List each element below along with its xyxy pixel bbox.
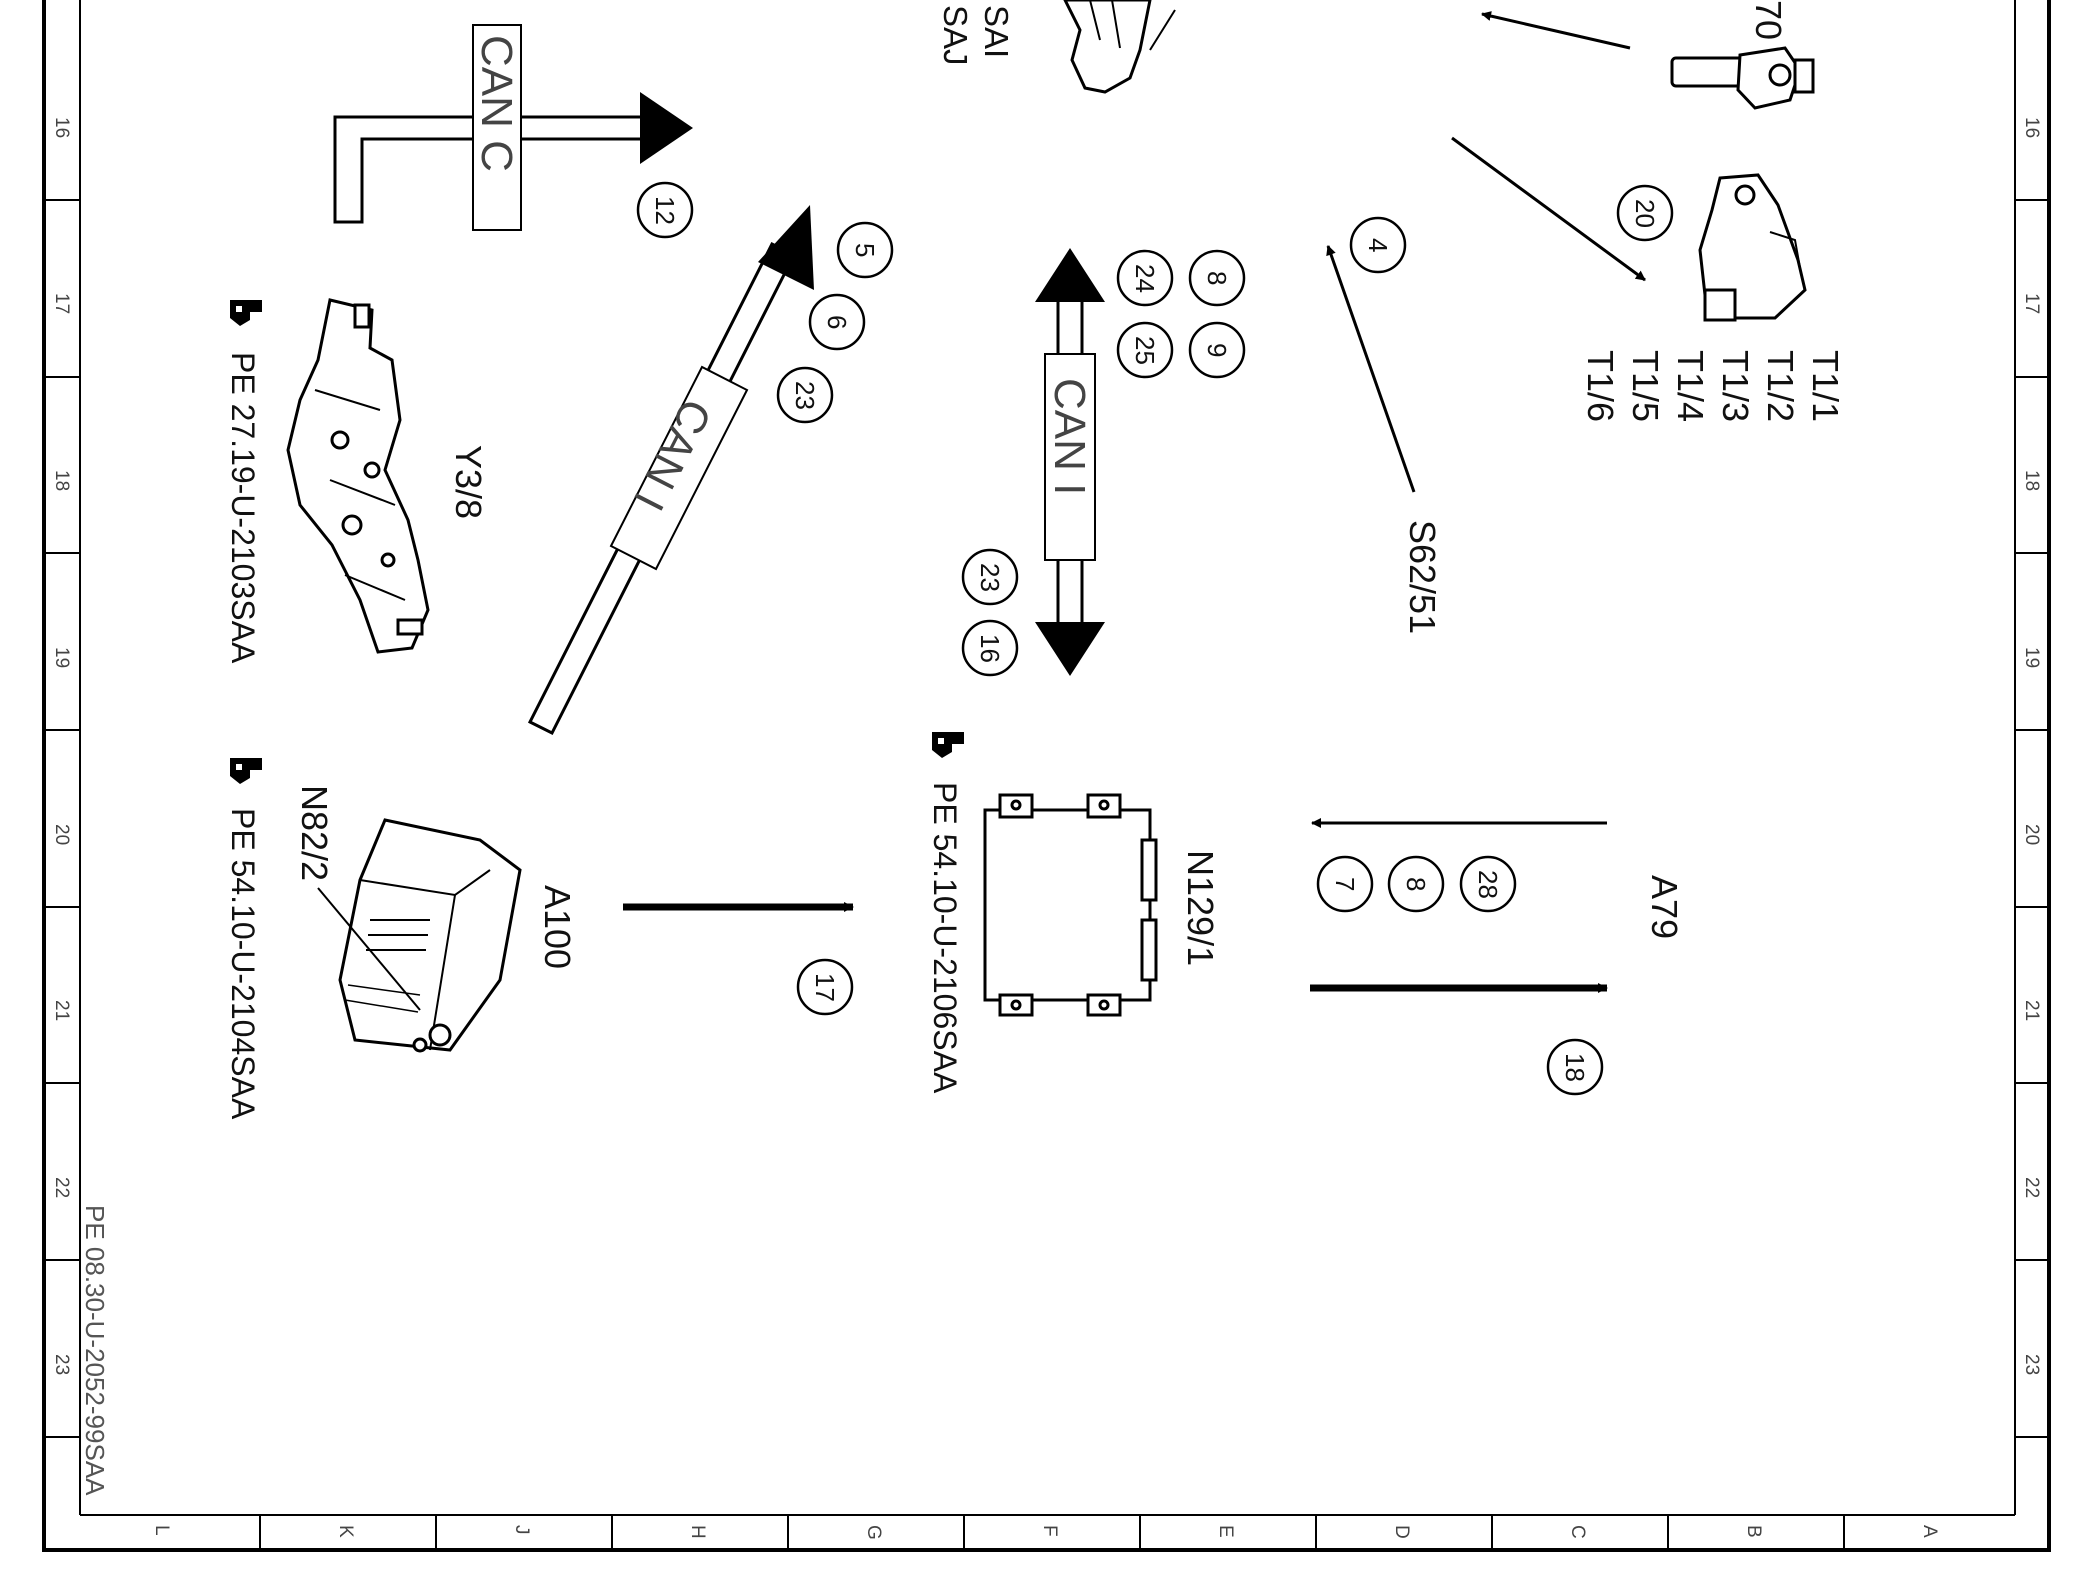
label-70: 70: [1748, 0, 1789, 40]
label-t1-3: T1/3: [1715, 350, 1756, 422]
callout-number: 20: [1630, 199, 1660, 228]
scale-label: 20: [2021, 824, 2042, 845]
scale-label: 21: [51, 1000, 72, 1021]
sensor-70-drawing: [1670, 46, 1815, 110]
n129-1-component-drawing: [983, 793, 1158, 1017]
callout-number: 9: [1202, 343, 1232, 357]
scale-label: H: [687, 1525, 708, 1539]
callout-number: 24: [1130, 264, 1160, 293]
drawing-frame: [42, 0, 2051, 1552]
can-i-vertical-bus: CAN I: [1035, 248, 1105, 676]
scale-label: D: [1391, 1525, 1412, 1539]
label-y3-8: Y3/8: [448, 445, 489, 519]
scale-label: J: [511, 1525, 532, 1535]
callout-number: 7: [1330, 877, 1360, 891]
pointing-hand-book-icon: [932, 732, 964, 758]
sai-saj-component-drawing: [1063, 0, 1176, 94]
scale-label: 17: [51, 293, 72, 314]
scale-label: 16: [51, 117, 72, 138]
scale-label: 22: [51, 1177, 72, 1198]
can-i-vertical-label: CAN I: [1045, 378, 1094, 495]
callout-number: 17: [810, 973, 840, 1002]
bottom-scale: L K J H G F E D C B A: [151, 1525, 1940, 1540]
callout-number: 18: [1560, 1053, 1590, 1082]
scale-label: L: [151, 1525, 172, 1536]
scale-label: C: [1567, 1525, 1588, 1539]
callout-number: 12: [650, 196, 680, 225]
scale-label: G: [863, 1525, 884, 1540]
scale-label: K: [335, 1525, 356, 1538]
label-n129-1: N129/1: [1180, 850, 1221, 966]
component-labels: SAI SAJ 70 T1/1 T1/2 T1/3 T1/4 T1/5 T1/6…: [225, 0, 1846, 1120]
scale-label: 18: [51, 470, 72, 491]
callout-number: 28: [1473, 870, 1503, 899]
t1-connector-drawing: [1698, 173, 1807, 322]
reference-a100: PE 54.10-U-2104SAA: [225, 808, 261, 1120]
callout-number: 23: [790, 381, 820, 410]
scale-label: 23: [51, 1354, 72, 1375]
pointing-hand-book-icon: [230, 758, 262, 784]
scale-label: 19: [51, 647, 72, 668]
right-scale: 16 17 18 19 20 21 22 23: [2021, 117, 2042, 1375]
scale-label: 16: [2021, 117, 2042, 138]
callout-number: 8: [1202, 271, 1232, 285]
drawing-code: PE 08.30-U-2052-99SAA: [80, 1205, 110, 1496]
label-t1-6: T1/6: [1580, 350, 1621, 422]
label-saj: SAJ: [937, 5, 974, 66]
callout-number: 8: [1401, 877, 1431, 891]
scale-label: E: [1215, 1525, 1236, 1538]
label-n82-2: N82/2: [294, 785, 335, 881]
callout-number: 23: [975, 563, 1005, 592]
label-t1-4: T1/4: [1670, 350, 1711, 422]
a100-component-drawing: [317, 818, 522, 1053]
can-c-label: CAN C: [472, 35, 521, 172]
callouts: 12 5 6 23 8 9 24 25 23 16 4 20 17 28 8 7…: [636, 181, 1674, 1096]
scale-label: 21: [2021, 1000, 2042, 1021]
scale-label: B: [1743, 1525, 1764, 1538]
label-t1-2: T1/2: [1760, 350, 1801, 422]
y3-8-component-drawing: [286, 298, 430, 654]
scale-label: F: [1039, 1525, 1060, 1537]
label-a100: A100: [537, 885, 578, 969]
scale-label: 19: [2021, 647, 2042, 668]
scale-label: 22: [2021, 1177, 2042, 1198]
reference-y3-8: PE 27.19-U-2103SAA: [225, 352, 261, 664]
label-t1-5: T1/5: [1625, 350, 1666, 422]
callout-number: 5: [850, 243, 880, 257]
label-t1-1: T1/1: [1805, 350, 1846, 422]
label-a79: A79: [1644, 875, 1685, 939]
can-c-bus: CAN C: [333, 24, 693, 231]
callout-number: 6: [822, 315, 852, 329]
label-sai: SAI: [978, 5, 1015, 58]
scale-label: A: [1919, 1525, 1940, 1538]
scale-label: 23: [2021, 1354, 2042, 1375]
scale-label: 18: [2021, 470, 2042, 491]
label-s62-51: S62/51: [1402, 520, 1443, 634]
scale-label: 20: [51, 824, 72, 845]
callout-number: 16: [975, 634, 1005, 663]
can-i-diagonal-bus: CAN I: [527, 205, 814, 736]
left-scale: 16 17 18 19 20 21 22 23: [51, 117, 72, 1375]
callout-number: 25: [1130, 336, 1160, 365]
signal-arrows: [623, 11, 1646, 993]
reference-n129-1: PE 54.10-U-2106SAA: [927, 782, 963, 1094]
scale-label: 17: [2021, 293, 2042, 314]
pointing-hand-book-icon: [230, 300, 262, 326]
callout-number: 4: [1363, 238, 1393, 252]
